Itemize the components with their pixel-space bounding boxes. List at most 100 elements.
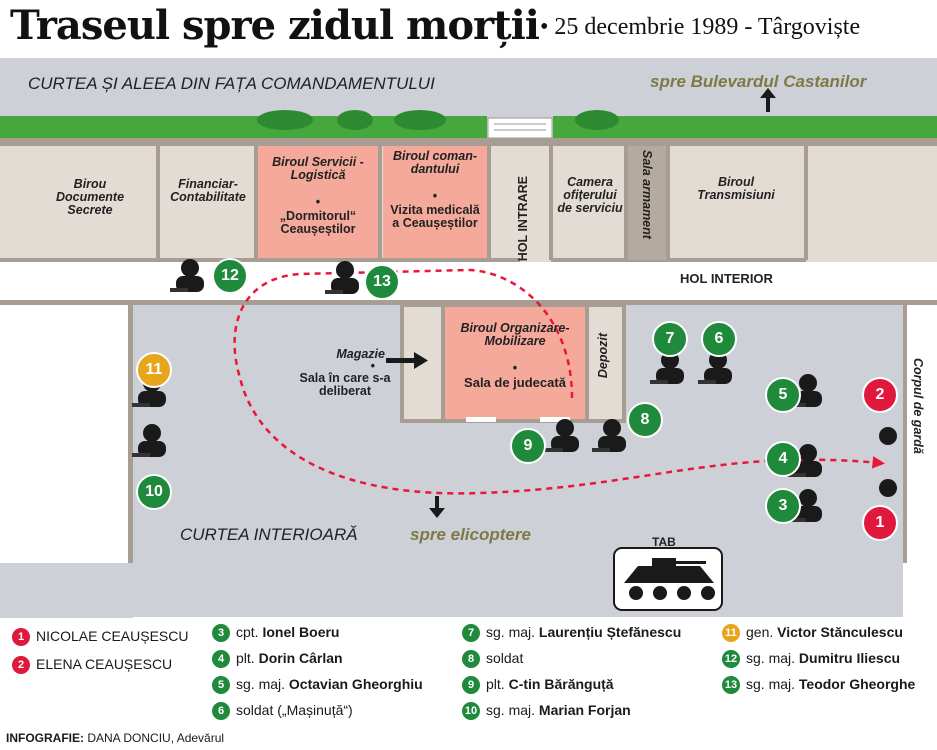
legend-name: Teodor Gheorghe — [798, 676, 916, 692]
marker-3: 3 — [765, 488, 801, 524]
tab-label: TAB — [652, 535, 676, 549]
depozit-label: Depozit — [596, 333, 610, 379]
legend-item-12: 12 sg. maj. Dumitru Iliescu — [722, 648, 901, 669]
inner-hall-label: HOL INTERIOR — [680, 271, 773, 286]
storeroom-bullet: • — [370, 359, 375, 373]
hedge-right — [553, 116, 937, 138]
legend-badge: 8 — [462, 650, 480, 669]
room-finance-label: Financiar- Contabilitate — [170, 177, 246, 204]
legend-item-8: 8 soldat — [462, 648, 524, 669]
legend-item-13: 13 sg. maj. Teodor Gheorghe — [722, 674, 916, 695]
to-boulevard-label: spre Bulevardul Castanilor — [650, 72, 867, 91]
legend-name: („Mașinuță“) — [277, 702, 353, 718]
legend-rank: sg. maj. — [236, 676, 286, 692]
inner-hall — [0, 262, 937, 300]
legend-badge: 9 — [462, 676, 480, 695]
marker-12: 12 — [212, 258, 248, 294]
room-commander — [383, 146, 487, 260]
legend-badge: 2 — [12, 656, 30, 675]
room-org-title: Biroul Organizare- Mobilizare — [460, 321, 570, 348]
page-title: Traseul spre zidul morții — [10, 2, 540, 49]
hol-intrare-label: HOL INTRARE — [516, 176, 530, 262]
legend-item-4: 4 plt. Dorin Cârlan — [212, 648, 343, 669]
legend-name: Victor Stănculescu — [777, 624, 903, 640]
armory-label: Sala armament — [640, 150, 654, 239]
room-logistics-note: „Dormitorul“ Ceaușeștilor — [279, 209, 357, 236]
legend-rank: sg. maj. — [746, 650, 796, 666]
legend-item-5: 5 sg. maj. Octavian Gheorghiu — [212, 674, 423, 695]
legend-item-10: 10 sg. maj. Marian Forjan — [462, 700, 631, 721]
legend-rank: plt. — [486, 676, 505, 692]
legend-name: Ionel Boeru — [262, 624, 340, 640]
legend-badge: 4 — [212, 650, 230, 669]
route-path — [233, 268, 885, 495]
arrow-up-icon — [760, 88, 776, 112]
room-logistics — [258, 146, 378, 260]
floor-plan: CURTEA ȘI ALEEA DIN FAȚA COMANDAMENTULUI… — [0, 58, 937, 618]
credit: INFOGRAFIE: DANA DONCIU, Adevărul — [6, 731, 224, 745]
legend-name: Dumitru Iliescu — [798, 650, 901, 666]
legend-badge: 13 — [722, 676, 740, 695]
entrance-steps — [487, 117, 553, 139]
front-yard-label: CURTEA ȘI ALEEA DIN FAȚA COMANDAMENTULUI — [28, 74, 435, 93]
legend-item-9: 9 plt. C-tin Bărănguță — [462, 674, 614, 695]
storeroom-title: Magazie — [336, 347, 385, 361]
room-officer-label: Camera ofițerului de serviciu — [557, 175, 623, 215]
room-org-note: Sala de judecată — [464, 375, 566, 390]
page-subtitle: • 25 decembrie 1989 - Târgoviște — [540, 14, 861, 40]
title-bar: Traseul spre zidul morții • 25 decembrie… — [0, 0, 937, 58]
room-org-bullet: • — [512, 361, 518, 375]
room-commander-note: Vizita medicală a Ceaușeștilor — [390, 203, 480, 230]
legend-name: Marian Forjan — [538, 702, 631, 718]
legend-badge: 6 — [212, 702, 230, 721]
credit-label: INFOGRAFIE: — [6, 731, 84, 745]
arrow-right-icon — [386, 352, 428, 369]
legend-badge: 10 — [462, 702, 480, 721]
credit-text: DANA DONCIU, Adevărul — [87, 731, 225, 745]
room-logistics-bullet: • — [315, 195, 321, 209]
legend-rank: cpt. — [236, 624, 259, 640]
legend-name: C-tin Bărănguță — [508, 676, 614, 692]
legend-name: Octavian Gheorghiu — [288, 676, 423, 692]
marker-6: 6 — [701, 321, 737, 357]
legend-name: NICOLAE CEAUȘESCU — [36, 628, 189, 644]
arrow-down-icon — [429, 496, 445, 518]
legend-rank: sg. maj. — [486, 624, 536, 640]
legend-name: Dorin Cârlan — [258, 650, 343, 666]
room-commander-title: Biroul coman- dantului — [392, 149, 478, 176]
legend-badge: 12 — [722, 650, 740, 669]
marker-7: 7 — [652, 321, 688, 357]
inner-courtyard-label: CURTEA INTERIOARĂ — [180, 525, 358, 544]
legend-item-11: 11 gen. Victor Stănculescu — [722, 622, 903, 643]
legend-badge: 3 — [212, 624, 230, 643]
marker-8: 8 — [627, 402, 663, 438]
legend-item-7: 7 sg. maj. Laurențiu Ștefănescu — [462, 622, 682, 643]
legend-rank: soldat — [236, 702, 274, 718]
room-logistics-title: Biroul Servicii - Logistică — [272, 155, 364, 182]
legend-rank: plt. — [236, 650, 255, 666]
marker-1: 1 — [862, 505, 898, 541]
legend-badge: 7 — [462, 624, 480, 643]
marker-2: 2 — [862, 377, 898, 413]
legend-badge: 5 — [212, 676, 230, 695]
shrubs — [257, 110, 619, 130]
room-org-mobilizare — [445, 307, 585, 419]
legend-rank: gen. — [746, 624, 774, 640]
tab-vehicle-icon — [624, 558, 715, 600]
legend-item-6: 6 soldat („Mașinuță“) — [212, 700, 353, 721]
legend-rank: sg. maj. — [746, 676, 796, 692]
guard-corps-label: Corpul de gardă — [911, 358, 925, 454]
legend-name: Laurențiu Ștefănescu — [538, 624, 682, 640]
legend-rank: sg. maj. — [486, 702, 536, 718]
marker-5: 5 — [765, 377, 801, 413]
storeroom-note: Sala în care s-a deliberat — [299, 371, 391, 398]
marker-10: 10 — [136, 474, 172, 510]
room-commander-bullet: • — [432, 189, 438, 203]
legend-badge: 11 — [722, 624, 740, 643]
marker-4: 4 — [765, 441, 801, 477]
legend-rank: soldat — [486, 650, 524, 666]
marker-9: 9 — [510, 428, 546, 464]
